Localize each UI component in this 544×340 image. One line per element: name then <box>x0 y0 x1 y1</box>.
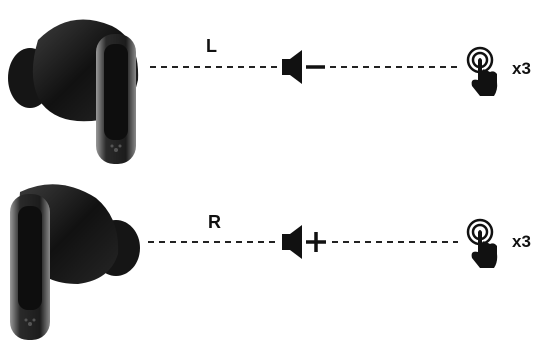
volume-up-icon <box>282 225 326 259</box>
right-tap-count: x3 <box>512 232 531 251</box>
volume-down-icon <box>282 50 325 84</box>
right-row-graphics <box>10 184 498 340</box>
left-earbud-image <box>8 19 139 164</box>
right-side-label: R <box>208 212 221 232</box>
right-earbud-image <box>10 184 140 340</box>
triple-tap-icon <box>466 46 498 96</box>
right-earbud-row: R x3 <box>0 170 544 340</box>
left-earbud-row: L x3 <box>8 19 531 164</box>
left-side-label: L <box>206 36 217 56</box>
left-row-graphics <box>8 19 498 164</box>
left-tap-count: x3 <box>512 59 531 78</box>
triple-tap-icon <box>466 218 498 268</box>
